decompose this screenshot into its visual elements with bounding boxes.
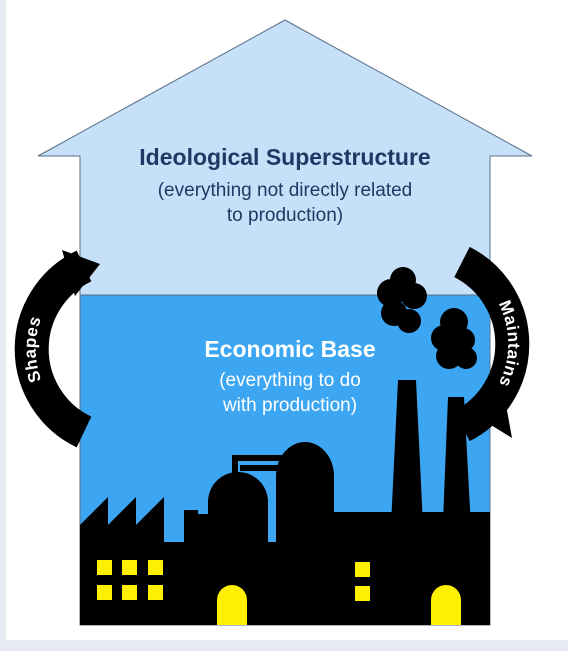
superstructure-subtitle-line2: to production) (226, 205, 344, 226)
shapes-label: Shapes (21, 313, 46, 384)
factory-windows (97, 560, 461, 625)
factory-silhouette-icon (80, 380, 490, 625)
curved-arrow-up-icon: Shapes (14, 250, 100, 448)
base-title: Economic Base (204, 336, 376, 362)
base-subtitle-line1: (everything to do (219, 370, 361, 391)
superstructure-subtitle: (everything not directly related to prod… (80, 178, 490, 228)
frame-edge-left (0, 0, 6, 651)
base-subtitle: (everything to do with production) (150, 368, 430, 418)
curved-arrow-down-icon: Maintains (453, 246, 530, 442)
frame-edge-bottom (0, 640, 568, 651)
smoke-cloud-icon (377, 267, 477, 369)
superstructure-region (37, 19, 533, 296)
superstructure-title: Ideological Superstructure (139, 144, 431, 170)
superstructure-subtitle-line1: (everything not directly related (157, 180, 413, 201)
base-subtitle-line2: with production) (222, 395, 358, 416)
